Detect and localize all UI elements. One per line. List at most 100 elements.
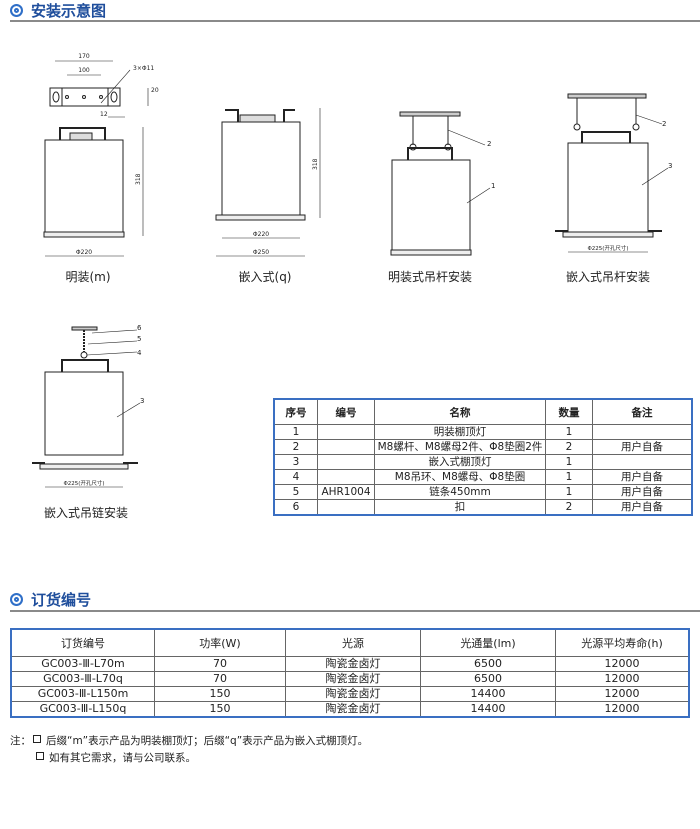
callout-label: 3 [140,397,144,405]
column-header: 订货编号 [10,628,155,657]
caption-recessed-rod: 嵌入式吊杆安装 [565,270,651,284]
square-bullet-icon [33,735,41,743]
table-cell: 嵌入式棚顶灯 [374,454,546,470]
column-header: 备注 [592,398,693,425]
table-cell: 1 [273,424,318,440]
table-cell: 12000 [555,656,690,672]
table-cell: 14400 [420,701,556,718]
table-cell: 用户自备 [592,439,693,455]
section-title: 订货编号 [31,591,92,609]
column-header: 功率(W) [154,628,286,657]
callout-label: 3 [668,162,672,170]
dim-label: 20 [151,87,159,94]
section-title: 安装示意图 [31,2,107,20]
table-cell: 用户自备 [592,499,693,516]
callout-label: 1 [491,182,495,190]
order-section-header: 订货编号 [10,589,91,610]
table-cell: 1 [545,424,593,440]
table-cell: 链条450mm [374,484,546,500]
table-cell: 1 [545,484,593,500]
dim-label: 12 [100,111,108,118]
table-cell: 3 [273,454,318,470]
caption-recessed-chain: 嵌入式吊链安装 [43,506,129,520]
table-cell: 6500 [420,671,556,687]
callout-label: 6 [137,324,142,332]
note-item: 如有其它需求，请与公司联系。 [49,752,196,764]
table-cell: 150 [154,701,286,718]
table-cell: 2 [545,499,593,516]
dim-label: 318 [135,173,142,185]
table-cell: 1 [545,469,593,485]
callout-label: 2 [662,120,666,128]
table-cell: 6500 [420,656,556,672]
caption-surface: 明装(m) [65,270,111,284]
bullet-ring-icon [10,4,23,17]
table-cell: 70 [154,671,286,687]
column-header: 光通量(lm) [420,628,556,657]
recessed-drawing: 318 Φ220 Φ250 [215,108,321,257]
divider [10,610,700,612]
column-header: 编号 [317,398,375,425]
callout-label: 5 [137,335,141,343]
table-cell: 用户自备 [592,484,693,500]
table-cell: 150 [154,686,286,702]
table-cell [317,454,375,470]
dim-label: 170 [78,53,90,60]
dim-label: 100 [78,67,90,74]
table-cell: 2 [273,439,318,455]
dim-label: Φ225(开孔尺寸) [63,479,104,487]
order-table: 订货编号 功率(W) 光源 光通量(lm) 光源平均寿命(h) GC003-Ⅲ-… [10,628,690,718]
table-cell: 12000 [555,671,690,687]
notes: 注：后缀“m”表示产品为明装棚顶灯；后缀“q”表示产品为嵌入式棚顶灯。 如有其它… [10,733,368,767]
table-cell [317,469,375,485]
notes-prefix: 注： [10,735,31,747]
square-bullet-icon [36,752,44,760]
table-cell: 6 [273,499,318,516]
table-cell: GC003-Ⅲ-L70q [10,671,155,687]
table-cell: 2 [545,439,593,455]
table-cell: GC003-Ⅲ-L150q [10,701,155,718]
column-header: 光源 [285,628,421,657]
table-cell: 12000 [555,701,690,718]
callout-label: 4 [137,349,142,357]
caption-surface-rod: 明装式吊杆安装 [387,270,473,284]
table-cell: 5 [273,484,318,500]
table-cell [592,454,693,470]
table-cell: 70 [154,656,286,672]
dim-label: Φ220 [253,231,269,238]
dim-label: Φ220 [76,249,92,256]
callout-label: 2 [487,140,491,148]
table-cell: 14400 [420,686,556,702]
table-cell: M8螺杆、M8螺母2件、Φ8垫圈2件 [374,439,546,455]
table-cell: 扣 [374,499,546,516]
table-cell: 陶瓷金卤灯 [285,671,421,687]
table-cell: GC003-Ⅲ-L70m [10,656,155,672]
table-cell: 明装棚顶灯 [374,424,546,440]
bullet-ring-icon [10,593,23,606]
dim-label: 318 [312,158,319,170]
table-cell: 4 [273,469,318,485]
installation-drawings: 170 100 3×Φ11 20 12 318 Φ220 318 Φ220 Φ2… [32,53,672,488]
install-section-header: 安装示意图 [10,0,106,21]
surface-mount-drawing: 170 100 3×Φ11 20 12 318 Φ220 [43,53,159,257]
table-cell [592,424,693,440]
divider [10,20,700,22]
recessed-rod-drawing: 2 3 Φ225(开孔尺寸) [555,93,672,253]
table-cell: 1 [545,454,593,470]
table-cell: M8吊环、M8螺母、Φ8垫圈 [374,469,546,485]
table-cell [317,424,375,440]
table-cell: 用户自备 [592,469,693,485]
table-cell: 陶瓷金卤灯 [285,656,421,672]
dim-label: 3×Φ11 [133,65,154,72]
